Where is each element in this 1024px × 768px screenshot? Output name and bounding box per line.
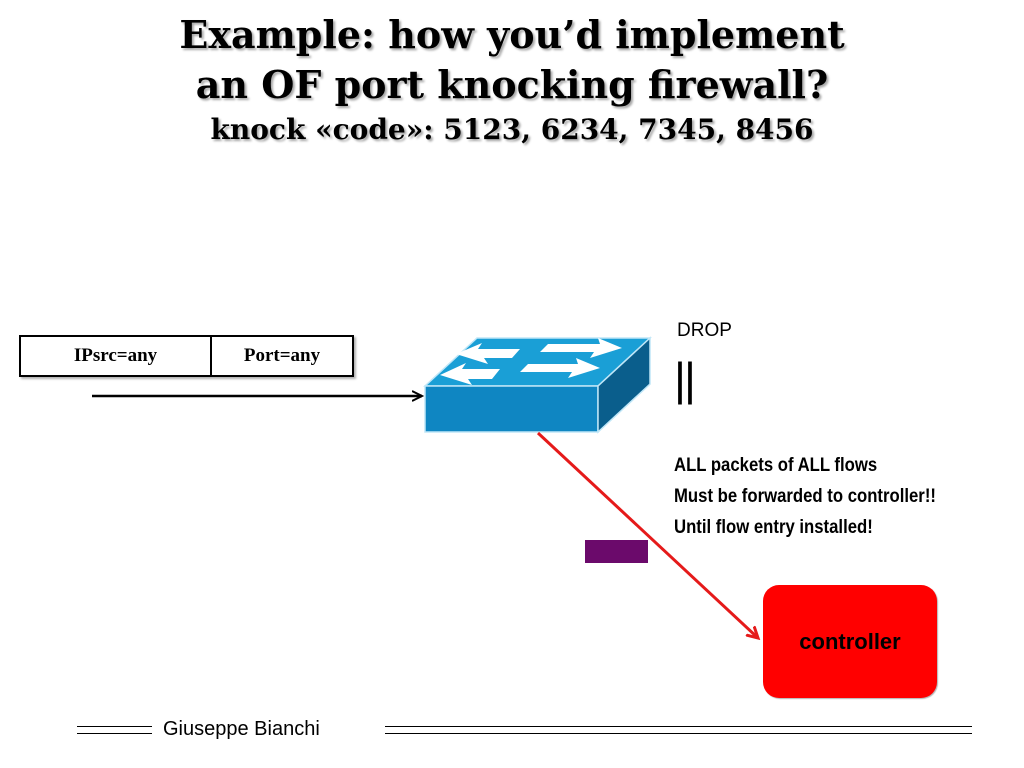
note-line-1: ALL packets of ALL flows [674,455,878,476]
title-line-2: an OF port knocking firewall? [195,62,829,107]
title-line-3: knock «code»: 5123, 6234, 7345, 8456 [210,113,814,146]
note-line-2: Must be forwarded to controller!! [674,486,936,507]
footer-rule-left [77,726,152,734]
controller-box: controller [763,585,937,698]
note-line-3: Until flow entry installed! [674,517,873,538]
title-line-1: Example: how you’d implement [179,12,845,57]
flow-entry-header: IPsrc=any Port=any [19,335,354,377]
forwarding-note: ALL packets of ALL flows Must be forward… [674,450,936,543]
drop-label: DROP [677,320,732,341]
to-controller-arrow [536,431,758,638]
packet-block [585,540,648,563]
drop-symbol: || [674,353,696,405]
footer-rule-right [385,726,972,734]
footer-author: Giuseppe Bianchi [163,718,320,740]
flow-field-ipsrc: IPsrc=any [21,337,212,375]
controller-label: controller [799,628,901,654]
slide-title: Example: how you’d implement an OF port … [0,10,1024,150]
flow-field-port: Port=any [243,345,321,366]
switch-icon [423,336,652,434]
